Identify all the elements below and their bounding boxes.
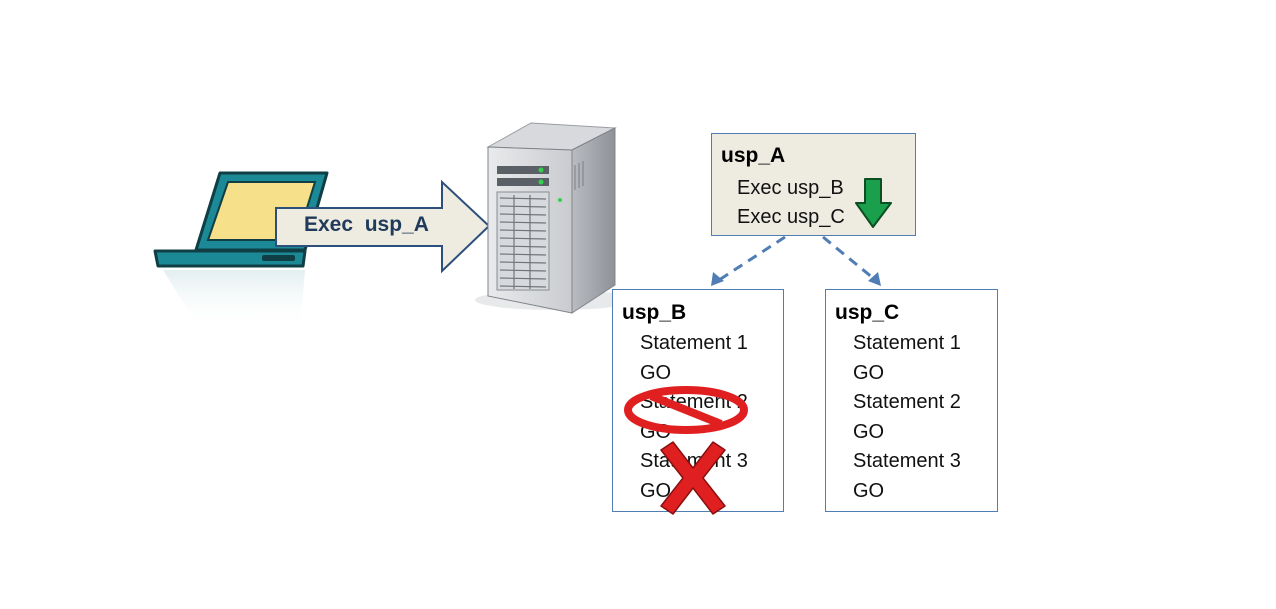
procedure-line: Statement 1 <box>640 332 748 354</box>
prohibited-icon <box>624 386 748 434</box>
request-arrow <box>275 179 491 274</box>
procedure-title: usp_A <box>721 144 786 167</box>
procedure-line: GO <box>853 362 885 384</box>
procedure-line: Exec usp_C <box>737 206 845 228</box>
procedure-box-usp-c: usp_C Statement 1 GO Statement 2 GO Stat… <box>825 289 998 512</box>
procedure-line: Statement 3 <box>853 450 961 472</box>
procedure-line: Statement 1 <box>853 332 961 354</box>
procedure-line: Statement 2 <box>853 391 961 413</box>
procedure-line: GO <box>640 480 672 502</box>
request-label: Exec usp_A <box>304 213 429 236</box>
procedure-line: GO <box>853 421 885 443</box>
procedure-title: usp_C <box>835 301 900 324</box>
connector-to-usp-b <box>718 235 786 282</box>
connector-to-usp-c <box>822 235 874 280</box>
down-arrow-icon <box>855 178 892 228</box>
procedure-line: GO <box>640 362 672 384</box>
server-tower-icon <box>475 122 635 314</box>
red-x-icon <box>660 441 726 515</box>
call-connectors <box>711 235 881 286</box>
procedure-title: usp_B <box>622 301 687 324</box>
procedure-line: Exec usp_B <box>737 177 844 199</box>
laptop-icon <box>153 171 329 330</box>
procedure-line: GO <box>853 480 885 502</box>
procedure-box-usp-a: usp_A Exec usp_B Exec usp_C <box>711 133 916 236</box>
procedure-box-usp-b: usp_B Statement 1 GO Statement 2 GO Stat… <box>612 289 784 515</box>
